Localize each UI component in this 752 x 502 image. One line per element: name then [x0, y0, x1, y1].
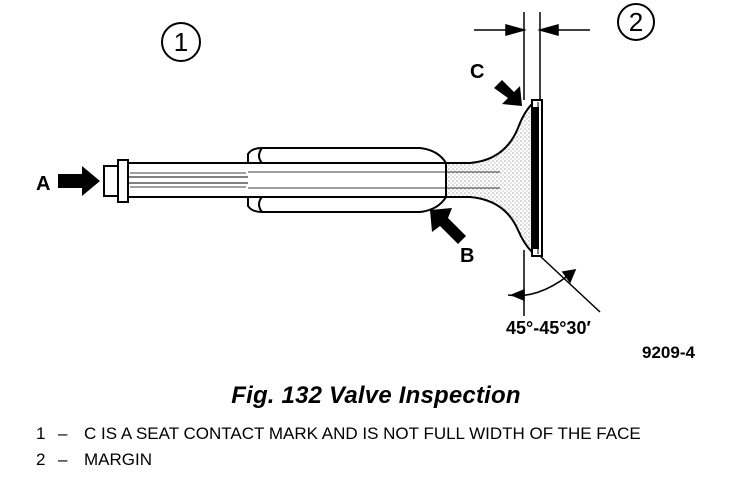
valve-head [531, 99, 543, 257]
legend-number: 2 [36, 450, 46, 469]
angle-label: 45°-45°30′ [506, 318, 591, 338]
arrow-b-shape [430, 208, 466, 244]
legend-item-1: 1 – C IS A SEAT CONTACT MARK AND IS NOT … [36, 424, 736, 444]
arrow-c-shape [494, 80, 522, 106]
arrow-c: C [470, 61, 522, 106]
angle-dimension [507, 250, 601, 316]
legend-text: MARGIN [84, 450, 152, 469]
legend-dash: – [58, 450, 68, 469]
label-a-text: A [36, 173, 50, 195]
callout-1-text: 1 [174, 27, 188, 57]
arrow-b: B [430, 208, 474, 267]
figure-caption: Fig. 132 Valve Inspection [231, 382, 521, 409]
callout-2: 2 [617, 3, 655, 41]
legend-dash: – [58, 424, 68, 443]
label-c-text: C [470, 61, 484, 83]
valve-stem [128, 162, 248, 198]
arrow-a: A [36, 166, 100, 196]
label-b-text: B [460, 245, 474, 267]
legend: 1 – C IS A SEAT CONTACT MARK AND IS NOT … [36, 424, 736, 476]
callout-2-text: 2 [629, 7, 643, 37]
legend-item-2: 2 – MARGIN [36, 450, 736, 470]
arrow-a-shape [58, 166, 100, 196]
valve-stem-tip [103, 159, 129, 203]
figure-code: 9209-4 [642, 343, 695, 362]
legend-number: 1 [36, 424, 46, 443]
margin-dimension [474, 12, 590, 100]
callout-1: 1 [161, 22, 201, 62]
valve-diagram: 1 2 [36, 3, 695, 362]
valve-stem-section [247, 147, 448, 213]
legend-text: C IS A SEAT CONTACT MARK AND IS NOT FULL… [84, 424, 641, 443]
